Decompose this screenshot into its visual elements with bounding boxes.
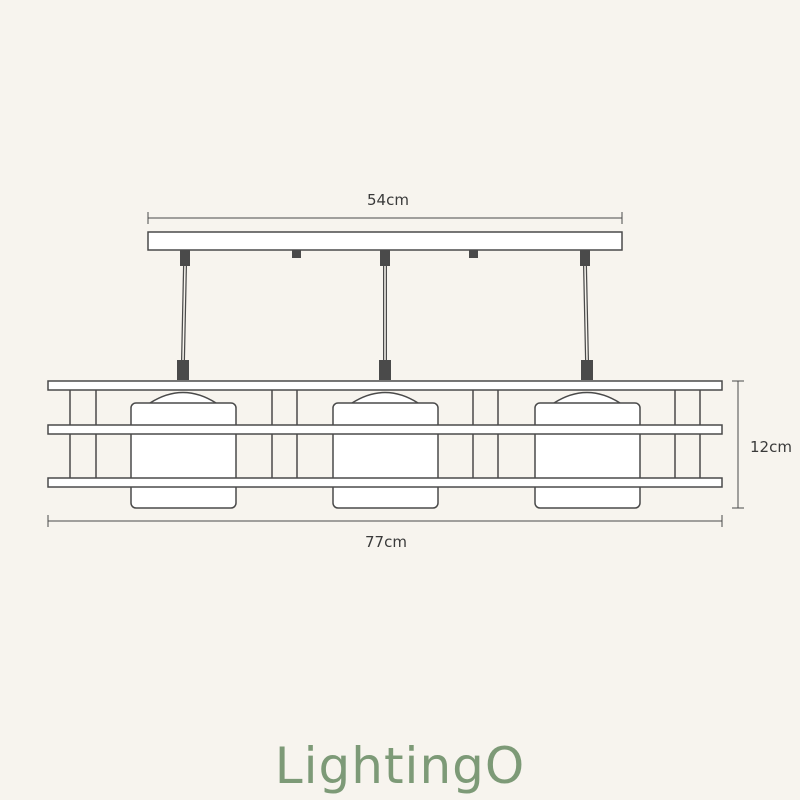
suspension-rod-right — [580, 250, 593, 380]
lamp-shade-right — [534, 391, 641, 509]
canopy-screw-left — [292, 250, 301, 258]
frame-rails — [47, 380, 723, 488]
frame-rail-top — [47, 380, 723, 391]
canopy-dimension — [147, 212, 623, 224]
fixture-width-dimension — [47, 515, 723, 527]
canopy-width-label: 54cm — [367, 191, 409, 209]
suspension-rod-center — [379, 250, 391, 380]
brand-logo: LightingO — [274, 737, 526, 795]
fixture-width-label: 77cm — [365, 533, 407, 551]
fixture-height-label: 12cm — [750, 438, 792, 456]
suspension-rod-left — [177, 250, 190, 380]
canopy-bar — [147, 231, 623, 251]
fixture-height-dimension — [732, 380, 744, 509]
frame-rail-middle — [47, 424, 723, 435]
lamp-shade-left — [130, 391, 237, 509]
canopy-screw-right — [469, 250, 478, 258]
frame-rail-bottom — [47, 477, 723, 488]
lamp-shade-center — [332, 391, 439, 509]
